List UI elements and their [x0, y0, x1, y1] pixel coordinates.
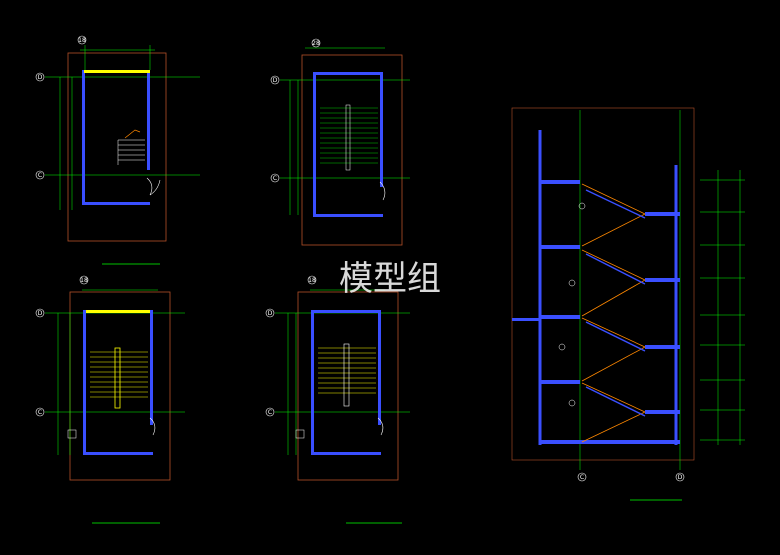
grid-label-d-4: D — [268, 310, 273, 317]
grid-label-c-3: C — [38, 409, 42, 416]
grid-label-c-4: C — [268, 409, 272, 416]
stair-plan-2: 28 D C — [270, 38, 410, 246]
grid-label-18-a: 18 — [78, 37, 86, 44]
grid-label-c-section: C — [580, 474, 584, 481]
grid-label-c-1: C — [38, 172, 42, 179]
grid-label-d-2: D — [273, 77, 278, 84]
grid-label-d-section: D — [678, 474, 683, 481]
stair-plan-1: 18 D C — [35, 35, 200, 265]
grid-label-18-c: 18 — [80, 277, 88, 284]
grid-label-c-2: C — [273, 175, 277, 182]
grid-label-18-d: 18 — [308, 277, 316, 284]
stair-plan-4: 18 D C — [265, 275, 410, 524]
grid-label-d-1: D — [38, 74, 43, 81]
stair-plan-3: 18 D C — [35, 275, 185, 524]
stair-section: C D — [511, 107, 745, 501]
watermark-text: 模型组 — [339, 259, 441, 299]
grid-label-28: 28 — [312, 40, 320, 47]
grid-label-d-3: D — [38, 310, 43, 317]
